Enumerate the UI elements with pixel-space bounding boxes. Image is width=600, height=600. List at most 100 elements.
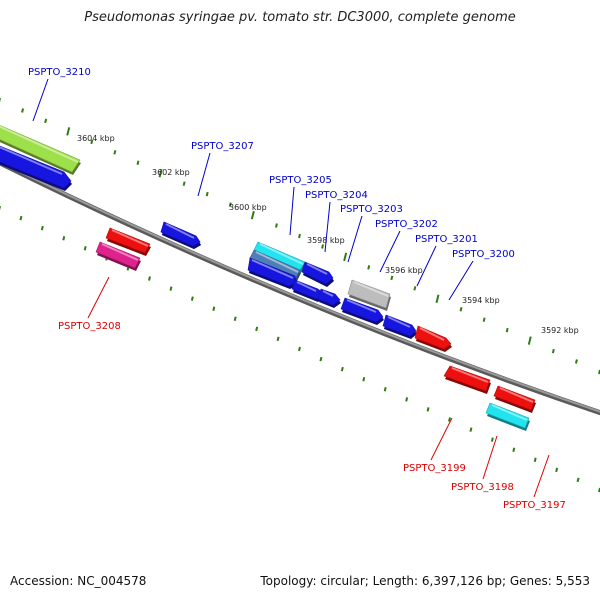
inner-tick	[298, 346, 301, 352]
gene-block-blue-face	[160, 221, 201, 247]
outer-tick	[321, 244, 325, 249]
gene-block-blue	[382, 314, 417, 339]
gene-label-pspto-3200: PSPTO_3200	[452, 249, 515, 260]
inner-tick	[469, 427, 473, 432]
accession-text: Accession: NC_004578	[10, 574, 147, 588]
label-leader-line	[379, 230, 401, 273]
inner-tick	[426, 407, 430, 412]
inner-tick	[212, 306, 216, 311]
gene-block-blue-highlight	[306, 263, 328, 275]
gene-label-pspto-3203: PSPTO_3203	[340, 204, 403, 215]
gene-block-steel-face	[249, 249, 301, 279]
gene-block-blue	[0, 145, 72, 191]
inner-tick	[340, 366, 344, 372]
gene-block-blue	[340, 297, 384, 325]
gene-block-cyan	[485, 402, 530, 431]
gene-block-gray-face	[347, 279, 391, 309]
gene-label-pspto-3198: PSPTO_3198	[451, 482, 514, 493]
outer-tick	[274, 223, 278, 228]
outer-tick	[66, 127, 71, 136]
label-leader-line	[347, 215, 363, 263]
gene-block-red	[414, 325, 452, 352]
scale-label: 3596 kbp	[385, 266, 423, 275]
gene-block-blue	[301, 261, 334, 287]
gene-block-red	[443, 365, 491, 394]
scale-label: 3604 kbp	[77, 134, 115, 143]
outer-tick	[343, 252, 348, 262]
label-leader-line	[289, 186, 295, 236]
label-leader-line	[448, 260, 474, 301]
outer-tick	[551, 348, 555, 354]
inner-tick	[512, 447, 516, 452]
gene-block-cyan-face	[485, 402, 530, 429]
gene-block-green-face	[0, 125, 81, 173]
page-title: Pseudomonas syringae pv. tomato str. DC3…	[84, 10, 516, 25]
gene-block-gray-highlight	[353, 281, 389, 297]
gene-block-red	[105, 227, 151, 256]
outer-tick	[250, 210, 255, 220]
gene-block-magenta	[95, 241, 141, 271]
gene-block-blue-face	[317, 288, 341, 306]
gene-block-blue-highlight	[346, 299, 377, 313]
gene-block-red-highlight	[111, 229, 149, 247]
outer-tick	[298, 233, 301, 239]
outer-tick	[113, 150, 117, 155]
gene-block-steel-highlight	[255, 251, 299, 273]
genome-backbone-highlight	[0, 160, 600, 413]
outer-tick	[367, 265, 371, 270]
gene-block-red-face	[105, 227, 151, 254]
label-leader-line	[32, 78, 49, 122]
gene-block-blue-highlight	[322, 290, 334, 297]
inner-tick	[62, 235, 66, 241]
gene-block-blue	[291, 279, 325, 302]
outer-tick	[435, 294, 440, 304]
gene-block-blue-face	[247, 257, 297, 287]
outer-tick	[505, 327, 509, 333]
gene-block-blue	[160, 221, 201, 249]
label-leader-line	[533, 454, 550, 498]
scale-label: 3594 kbp	[462, 296, 500, 305]
gene-label-pspto-3204: PSPTO_3204	[305, 190, 368, 201]
gene-block-blue-highlight	[296, 281, 317, 292]
outer-tick	[574, 359, 578, 364]
gene-block-red-highlight	[499, 387, 534, 403]
inner-tick	[319, 356, 323, 362]
label-leader-line	[87, 276, 110, 319]
gene-block-cyan-highlight	[491, 404, 528, 421]
inner-tick	[148, 276, 151, 281]
inner-tick	[255, 326, 259, 332]
outer-tick	[527, 336, 532, 345]
label-leader-line	[197, 152, 211, 197]
outer-tick	[205, 191, 209, 197]
scale-label: 3600 kbp	[229, 203, 267, 212]
gene-block-blue-face	[340, 297, 384, 323]
scale-label: 3602 kbp	[152, 168, 190, 177]
outer-tick	[482, 317, 486, 322]
gene-block-red-face	[414, 325, 452, 350]
gene-block-magenta-face	[95, 241, 141, 269]
outer-tick	[459, 306, 463, 312]
inner-tick	[362, 376, 366, 382]
inner-tick	[490, 437, 494, 442]
gene-label-pspto-3201: PSPTO_3201	[415, 234, 478, 245]
inner-tick	[383, 387, 387, 392]
gene-block-magenta-highlight	[101, 243, 139, 261]
outer-tick	[413, 286, 417, 291]
label-leader-line	[416, 245, 437, 287]
gene-block-red-highlight	[451, 367, 489, 383]
gene-label-pspto-3208: PSPTO_3208	[58, 321, 121, 332]
inner-tick	[169, 286, 173, 291]
outer-tick	[136, 160, 140, 166]
gene-block-cyan-highlight	[259, 243, 304, 265]
scale-label: 3592 kbp	[541, 326, 579, 335]
outer-tick	[182, 181, 186, 186]
label-leader-line	[430, 417, 453, 461]
label-leader-line	[324, 201, 331, 253]
inner-tick	[233, 316, 237, 322]
gene-block-red	[493, 385, 536, 413]
gene-label-pspto-3205: PSPTO_3205	[269, 175, 332, 186]
gene-block-blue-face	[301, 261, 334, 285]
genome-summary-text: Topology: circular; Length: 6,397,126 bp…	[260, 574, 590, 588]
inner-tick	[83, 246, 87, 251]
